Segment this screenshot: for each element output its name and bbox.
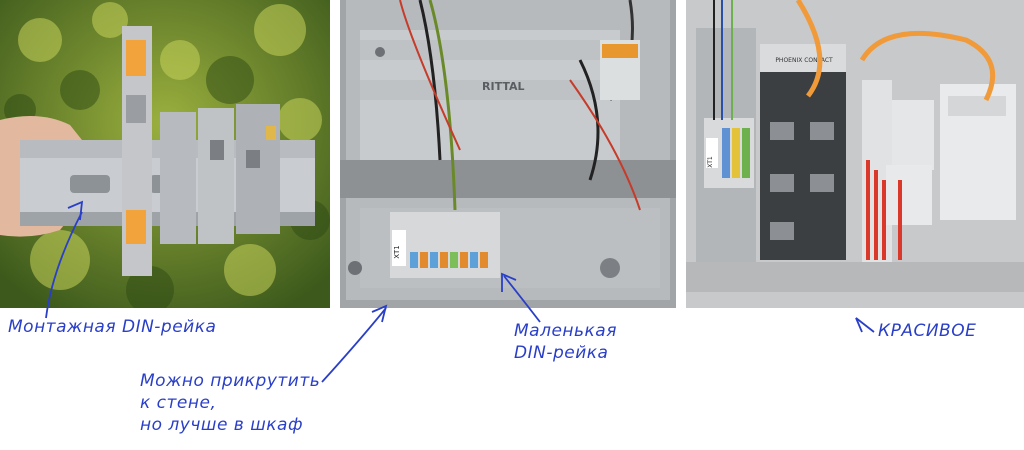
annotation-beautiful: КРАСИВОЕ [878, 321, 977, 341]
rittal-brand: RITTAL [482, 80, 525, 93]
annotation-din-rail: Монтажная DIN-рейка [8, 317, 217, 337]
annotation-small-din-line-1: Маленькая [514, 321, 617, 341]
annotation-small-din-line-2: DIN-рейка [514, 343, 609, 363]
photo-din-rail-in-hand [0, 0, 330, 308]
annotation-wall-mount-line-1: Можно прикрутить [140, 371, 321, 391]
annotation-wall-mount: Можно прикрутить к стене, но лучше в шка… [140, 370, 320, 436]
photo-neat-cabinet: XT1 PHOENIX CONTACT [686, 0, 1024, 308]
photo-cabinet-small-rail: XT1 RITTAL [340, 0, 676, 308]
annotation-wall-mount-line-2: к стене, [140, 393, 217, 413]
terminal-tag-mid: XT1 [393, 245, 401, 258]
switch-brand: PHOENIX CONTACT [775, 57, 833, 64]
annotation-wall-mount-line-3: но лучше в шкаф [140, 415, 304, 435]
annotation-small-din: Маленькая DIN-рейка [514, 320, 617, 364]
terminal-tag-right: XT1 [707, 156, 714, 168]
